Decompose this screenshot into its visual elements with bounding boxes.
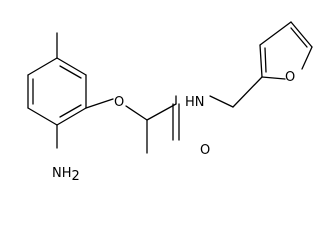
bond-furan-inner-2 xyxy=(290,27,308,48)
bond-furan-4 xyxy=(301,46,313,70)
amine-label: NH2 xyxy=(52,166,80,181)
bond-n-to-ch2 xyxy=(209,95,234,108)
bond-ring-6 xyxy=(27,57,58,76)
bond-furan-1 xyxy=(259,44,263,78)
amide-nh-label: HN xyxy=(185,95,205,110)
bond-oxygen-to-ch xyxy=(125,105,148,121)
amine-main-text: NH xyxy=(52,166,72,181)
molecule-drawing: O O O HN NH2 xyxy=(27,21,313,184)
atom-labels: O O O HN NH2 xyxy=(52,70,295,184)
bond-furan-inner-1 xyxy=(264,47,267,73)
bond-furan-2 xyxy=(259,21,292,46)
bond-furan-3 xyxy=(290,21,313,48)
bond-ring-1 xyxy=(56,57,87,76)
amine-subscript: 2 xyxy=(72,169,80,181)
bond-ring-to-oxygen xyxy=(85,98,114,109)
bond-ring-inner-2 xyxy=(59,104,82,118)
oxygen-furan-label: O xyxy=(285,70,295,85)
oxygen-ether-label: O xyxy=(114,95,124,110)
bond-ring-4 xyxy=(27,107,58,126)
bond-ch-to-carbonyl xyxy=(146,103,177,121)
bond-furan-5 xyxy=(261,76,286,80)
bond-ring-3 xyxy=(56,107,87,126)
bond-ch2-to-furan xyxy=(232,76,263,108)
bond-ring-inner-1 xyxy=(59,65,82,79)
bonds xyxy=(27,21,313,154)
structure-canvas: O O O HN NH2 xyxy=(27,21,313,184)
oxygen-carbonyl-label: O xyxy=(200,143,210,158)
